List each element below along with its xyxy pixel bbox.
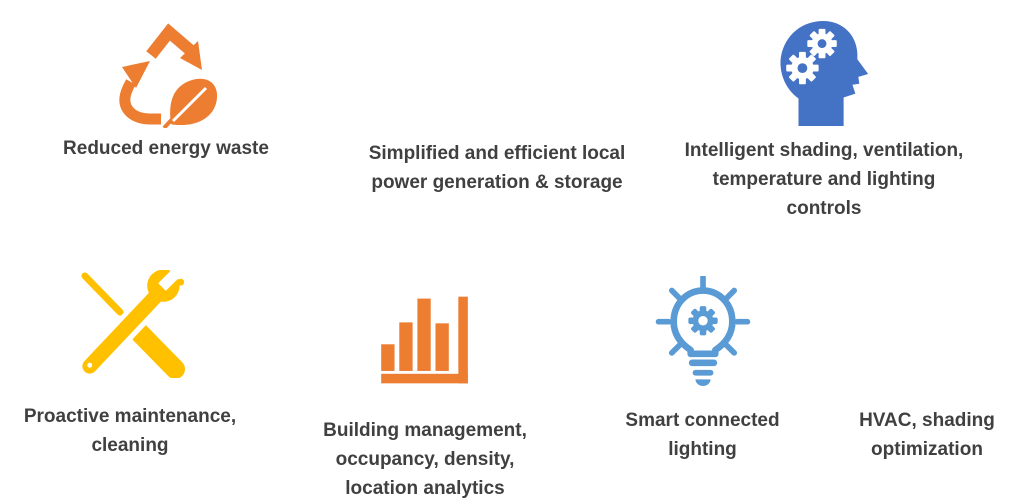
- feature-label-line: Intelligent shading, ventilation,: [684, 140, 964, 161]
- feature-label: Building management, occupancy, density,…: [323, 416, 527, 503]
- feature-intelligent-controls: Intelligent shading, ventilation, temper…: [674, 16, 974, 223]
- feature-label-line: power generation & storage: [371, 172, 623, 193]
- feature-label-line: Reduced energy waste: [63, 138, 269, 159]
- tools-icon: [75, 270, 185, 378]
- recycle-leaf-icon: [113, 20, 219, 128]
- feature-label-line: Smart connected: [625, 410, 780, 431]
- lightbulb-gear-icon: [651, 276, 755, 392]
- feature-label-line: cleaning: [91, 435, 169, 456]
- feature-label-line: HVAC, shading: [859, 410, 995, 431]
- feature-label-line: location analytics: [345, 478, 505, 499]
- feature-smart-lighting: Smart connected lighting: [585, 276, 820, 464]
- feature-reduced-energy-waste: Reduced energy waste: [36, 20, 296, 163]
- feature-proactive-maintenance: Proactive maintenance, cleaning: [6, 270, 254, 460]
- feature-label: Reduced energy waste: [63, 134, 269, 163]
- feature-label: HVAC, shading optimization: [859, 406, 995, 464]
- feature-label-line: lighting: [668, 439, 737, 460]
- feature-label-line: occupancy, density,: [335, 449, 515, 470]
- feature-label-line: Simplified and efficient local: [368, 143, 626, 164]
- feature-label: Simplified and efficient local power gen…: [369, 139, 626, 197]
- feature-building-management: Building management, occupancy, density,…: [295, 290, 555, 503]
- bar-chart-icon: [377, 290, 473, 390]
- feature-label: Intelligent shading, ventilation, temper…: [685, 136, 964, 223]
- feature-label-line: optimization: [871, 439, 983, 460]
- feature-hvac-optimization: HVAC, shading optimization: [842, 406, 1012, 464]
- feature-label-line: temperature and lighting: [712, 169, 936, 190]
- feature-label: Smart connected lighting: [625, 406, 779, 464]
- feature-label-line: Proactive maintenance,: [23, 406, 237, 427]
- head-gears-icon: [773, 16, 875, 130]
- feature-label: Proactive maintenance, cleaning: [24, 402, 236, 460]
- feature-local-power-generation: Simplified and efficient local power gen…: [352, 139, 642, 197]
- feature-label-line: Building management,: [323, 420, 527, 441]
- feature-label-line: controls: [786, 198, 862, 219]
